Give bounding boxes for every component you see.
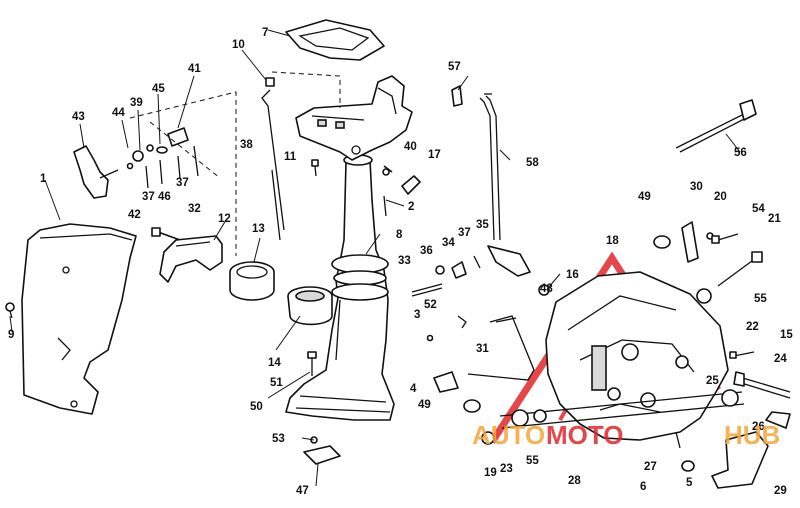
callout-30: 30 <box>690 181 703 193</box>
callout-22: 22 <box>746 321 759 333</box>
part-15-screw <box>729 351 755 359</box>
part-51-bolt <box>307 351 317 376</box>
callout-14: 14 <box>268 357 281 369</box>
watermark-hub: HUB <box>724 420 780 450</box>
callout-38: 38 <box>240 139 253 151</box>
callout-21: 21 <box>768 213 781 225</box>
callout-27: 27 <box>644 461 657 473</box>
callout-32: 32 <box>188 203 201 215</box>
callout-3: 3 <box>414 309 420 321</box>
watermark-auto: AUTO <box>472 420 545 450</box>
callout-6: 6 <box>640 481 646 493</box>
callout-57: 57 <box>448 61 461 73</box>
callout-36: 36 <box>420 245 433 257</box>
callout-37b: 37 <box>142 191 155 203</box>
part-40-2-17 <box>382 165 421 217</box>
callout-44: 44 <box>112 107 125 119</box>
part-58-hose <box>479 93 501 241</box>
callout-50: 50 <box>250 401 263 413</box>
callout-54: 54 <box>752 203 765 215</box>
callout-11: 11 <box>284 151 297 163</box>
callout-45: 45 <box>152 83 165 95</box>
callout-23: 23 <box>500 463 513 475</box>
part-9-screw <box>5 302 15 319</box>
callout-37c: 37 <box>458 227 471 239</box>
callout-12: 12 <box>218 213 231 225</box>
callout-56: 56 <box>734 147 747 159</box>
part-23-tilt-tube <box>481 389 745 445</box>
callout-16: 16 <box>566 269 579 281</box>
callout-49a: 49 <box>638 191 651 203</box>
part-55-nut <box>696 288 712 304</box>
swivel-top-housing <box>295 75 413 161</box>
callout-4: 4 <box>410 383 417 395</box>
parts-26-29-5-27-6 <box>675 411 791 489</box>
callout-28: 28 <box>568 475 581 487</box>
parts-33-37-hardware <box>411 245 531 297</box>
part-32-screw <box>151 227 181 241</box>
callout-40: 40 <box>404 141 417 153</box>
callout-34: 34 <box>442 237 455 249</box>
part-24-springs <box>733 371 791 399</box>
callout-9: 9 <box>8 329 14 341</box>
watermark-text: AUTO MOTO HUB <box>472 420 780 450</box>
callout-37a: 37 <box>176 177 189 189</box>
part-56-strap <box>675 99 757 153</box>
parts-53-47 <box>303 436 341 465</box>
callout-47: 47 <box>296 485 309 497</box>
callout-10: 10 <box>232 39 245 51</box>
watermark-moto: MOTO <box>546 420 624 450</box>
small-hardware-cluster <box>126 127 199 189</box>
callout-58: 58 <box>526 157 539 169</box>
callout-13: 13 <box>252 223 265 235</box>
callout-46: 46 <box>158 191 171 203</box>
callout-33: 33 <box>398 255 411 267</box>
callout-1: 1 <box>40 173 47 185</box>
callout-19: 19 <box>484 467 497 479</box>
callout-24: 24 <box>774 353 787 365</box>
part-14-bearing <box>287 286 333 326</box>
callout-20: 20 <box>714 191 727 203</box>
callout-26: 26 <box>752 421 765 433</box>
callout-42: 42 <box>128 209 141 221</box>
callout-18: 18 <box>606 235 619 247</box>
callout-25: 25 <box>706 375 719 387</box>
callout-17: 17 <box>428 149 441 161</box>
callout-51: 51 <box>270 377 283 389</box>
callout-2: 2 <box>408 201 414 213</box>
callout-53: 53 <box>272 433 285 445</box>
callout-43: 43 <box>72 111 85 123</box>
callout-52: 52 <box>424 299 437 311</box>
callout-5: 5 <box>686 477 693 489</box>
part-12-clamp <box>159 235 223 283</box>
callout-48: 48 <box>540 283 553 295</box>
callout-41: 41 <box>188 63 201 75</box>
callout-55b: 55 <box>526 455 539 467</box>
callout-49b: 49 <box>418 399 431 411</box>
part-43-lever <box>73 145 119 199</box>
callout-labels: 1 2 3 4 5 6 7 8 9 10 11 12 13 14 15 16 1… <box>8 27 793 497</box>
callout-39: 39 <box>130 97 143 109</box>
parts-49-30-20-54 <box>653 221 763 287</box>
part-16-nut <box>538 284 550 296</box>
leader-lines <box>9 29 741 487</box>
callout-7: 7 <box>262 27 268 39</box>
part-13-ring <box>229 261 275 301</box>
callout-31: 31 <box>476 343 489 355</box>
part-10-38-rods <box>261 77 285 241</box>
callout-8: 8 <box>396 229 403 241</box>
part-1-cover <box>21 223 137 415</box>
parts-52-31-handle <box>426 315 535 413</box>
callout-15: 15 <box>780 329 793 341</box>
part-11-bolt <box>311 159 319 177</box>
callout-35: 35 <box>476 219 489 231</box>
part-57-clip <box>451 85 463 107</box>
callout-55a: 55 <box>754 293 767 305</box>
callout-29: 29 <box>774 485 787 497</box>
part-7-gasket <box>285 19 385 61</box>
